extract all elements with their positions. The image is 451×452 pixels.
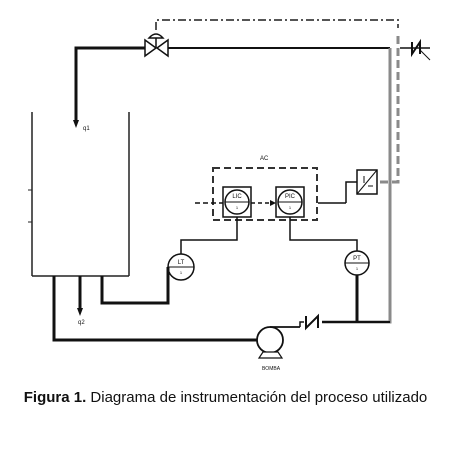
lic-to-lt-line: [180, 217, 238, 255]
pic-controller: [275, 186, 305, 218]
pic-number: 1: [289, 205, 292, 210]
lic-number: 1: [236, 205, 239, 210]
pump-label: BOMBA: [262, 366, 281, 372]
pic-to-pt-line: [289, 217, 358, 252]
pic-label: PIC: [285, 194, 296, 200]
valve-signal-line: [155, 19, 399, 30]
inlet-pipe: [73, 46, 390, 128]
lt-number: 1: [180, 270, 183, 275]
ac-controller-box: [212, 167, 318, 221]
q1-label: q1: [83, 126, 90, 132]
check-valve-top-icon: [400, 38, 431, 61]
pt-number: 1: [356, 266, 359, 271]
tank-to-pump-pipe: [52, 276, 258, 342]
pt-transmitter: [344, 250, 370, 276]
lic-controller: [222, 186, 252, 218]
lt-to-tank-line: [100, 267, 170, 305]
outlet-arrow: [77, 276, 83, 316]
transducer-icon: [356, 169, 378, 195]
control-valve-icon: [144, 33, 169, 58]
pump-discharge-pipe: [299, 321, 390, 327]
lt-transmitter: [167, 253, 195, 281]
transducer-signal-line: [378, 36, 400, 184]
figure-caption: Figura 1. Diagrama de instrumentación de…: [0, 388, 451, 407]
tank: [28, 112, 130, 277]
pt-label: PT: [353, 256, 361, 262]
lic-label: LIC: [232, 194, 242, 200]
pump-icon: [256, 326, 300, 359]
q2-label: q2: [78, 320, 85, 326]
ac-label: AC: [260, 156, 269, 162]
check-valve-bottom-icon: [305, 313, 319, 331]
figure-caption-label: Figura 1.: [23, 389, 87, 406]
figure-caption-text: Diagrama de instrumentación del proceso …: [86, 389, 428, 406]
lt-label: LT: [178, 260, 185, 266]
